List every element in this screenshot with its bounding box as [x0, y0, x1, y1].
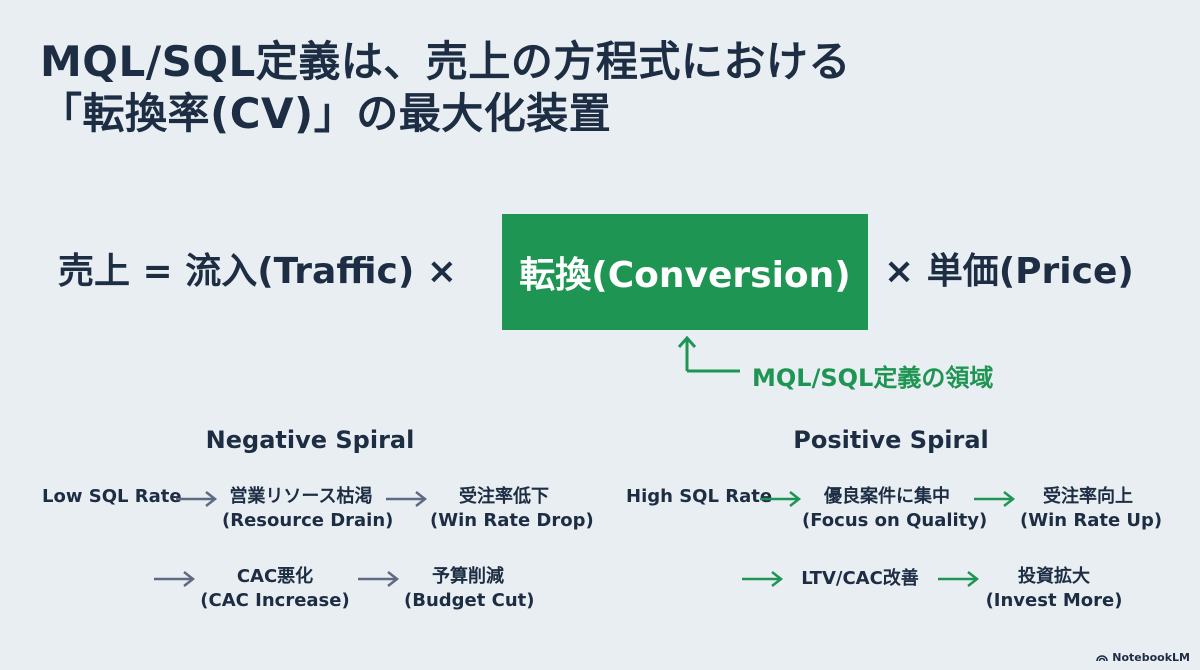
sales-equation: 売上 = 流入(Traffic) × 転換(Conversion) × 単価(P…: [0, 214, 1200, 332]
node-label-en: (Win Rate Drop): [430, 510, 594, 531]
negative-start-label: Low SQL Rate: [42, 486, 182, 507]
equation-right: × 単価(Price): [884, 251, 1134, 292]
negative-spiral-heading: Negative Spiral: [205, 426, 415, 454]
node-label-jp: 営業リソース枯渇: [229, 486, 373, 507]
positive-step-ltv-cac-improve: LTV/CAC改善: [788, 567, 932, 591]
positive-start-label: High SQL Rate: [626, 486, 773, 507]
node-label-jp: 投資拡大: [1018, 566, 1090, 587]
node-label-en: (CAC Increase): [200, 590, 350, 611]
node-label-en: (Budget Cut): [404, 590, 535, 611]
positive-step-invest-more: 投資拡大 (Invest More): [984, 565, 1124, 613]
positive-step-focus-on-quality: 優良案件に集中 (Focus on Quality): [802, 485, 988, 533]
positive-start-node: High SQL Rate: [626, 485, 772, 509]
negative-step-cac-increase: CAC悪化 (CAC Increase): [200, 565, 350, 613]
arrow-right-icon: [974, 491, 1016, 507]
arrow-right-icon: [386, 491, 428, 507]
arrow-right-icon: [938, 571, 980, 587]
notebooklm-icon: [1096, 655, 1109, 662]
node-label-jp: 優良案件に集中: [824, 486, 950, 507]
positive-step-win-rate-up: 受注率向上 (Win Rate Up): [1020, 485, 1163, 533]
node-label-jp: 受注率低下: [459, 486, 549, 507]
arrow-right-icon: [176, 491, 218, 507]
node-label-en: (Win Rate Up): [1020, 510, 1163, 531]
annotation-up-arrow-icon: [677, 335, 740, 373]
arrow-right-icon: [742, 571, 784, 587]
page-title: MQL/SQL定義は、売上の方程式における 「転換率(CV)」の最大化装置: [40, 36, 851, 140]
arrow-right-icon: [358, 571, 400, 587]
arrow-right-icon: [154, 571, 196, 587]
title-line-2: 「転換率(CV)」の最大化装置: [40, 89, 612, 138]
node-label-jp: 受注率向上: [1043, 486, 1133, 507]
node-label-en: (Focus on Quality): [802, 510, 988, 531]
node-label-jp: CAC悪化: [236, 566, 314, 587]
conversion-highlight-box: 転換(Conversion): [502, 214, 868, 330]
node-label-jp: 予算削減: [432, 566, 504, 587]
equation-left: 売上 = 流入(Traffic) ×: [58, 251, 457, 292]
node-label-en: (Resource Drain): [222, 510, 394, 531]
footer-label: NotebookLM: [1112, 651, 1190, 664]
positive-spiral-heading: Positive Spiral: [793, 426, 989, 454]
node-label-jp: LTV/CAC改善: [801, 568, 919, 589]
negative-start-node: Low SQL Rate: [42, 485, 182, 509]
negative-step-win-rate-drop: 受注率低下 (Win Rate Drop): [430, 485, 594, 533]
node-label-en: (Invest More): [985, 590, 1123, 611]
negative-step-budget-cut: 予算削減 (Budget Cut): [404, 565, 535, 613]
title-line-1: MQL/SQL定義は、売上の方程式における: [40, 37, 851, 86]
notebooklm-logo: NotebookLM: [1096, 651, 1190, 664]
annotation-label: MQL/SQL定義の領域: [752, 364, 994, 392]
negative-step-resource-drain: 営業リソース枯渇 (Resource Drain): [222, 485, 394, 533]
arrow-right-icon: [760, 491, 802, 507]
